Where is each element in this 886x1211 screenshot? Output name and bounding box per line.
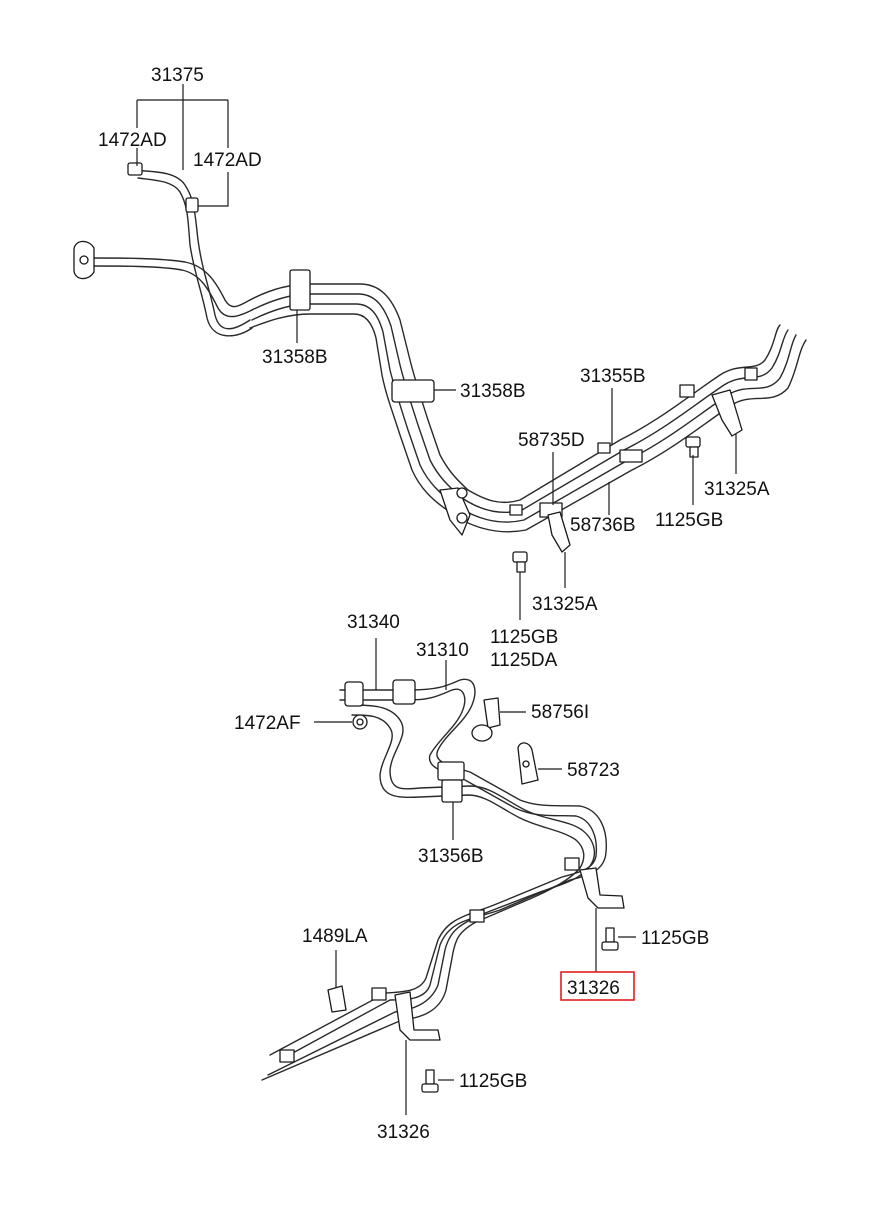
bolt-icon xyxy=(601,927,619,951)
label-58756I: 58756I xyxy=(531,702,589,723)
connector-icon xyxy=(392,679,416,705)
label-31356B: 31356B xyxy=(418,846,484,867)
label-31375: 31375 xyxy=(151,65,204,86)
connector-icon xyxy=(344,681,364,707)
lower-fuel-lines xyxy=(261,678,607,1081)
label-58736B: 58736B xyxy=(570,515,636,536)
line-clip-icon xyxy=(597,442,611,454)
label-31326: 31326 xyxy=(377,1122,430,1143)
line-clip-icon xyxy=(469,909,485,923)
clamp-icon xyxy=(391,379,435,403)
label-31358B: 31358B xyxy=(460,381,526,402)
label-1125GB: 1125GB xyxy=(655,510,723,531)
label-31310: 31310 xyxy=(416,640,469,661)
bolt-icon xyxy=(685,436,701,458)
bracket-31326-icon xyxy=(579,867,625,909)
label-1472AD: 1472AD xyxy=(193,150,262,171)
line-clip-icon xyxy=(279,1049,295,1063)
clamp-31356B-icon xyxy=(437,761,465,803)
bracket-31325A-icon xyxy=(711,389,743,437)
highlight-box xyxy=(560,971,635,1001)
bolt-icon xyxy=(421,1069,439,1093)
label-1125DA: 1125DA xyxy=(490,650,558,671)
line-clip-icon xyxy=(564,857,580,871)
label-1472AD: 1472AD xyxy=(98,130,167,151)
label-31326-highlighted: 31326 xyxy=(567,978,620,999)
lower-components xyxy=(279,679,625,1093)
part-labels: 31375 1472AD 1472AD 31358B 31358B 31355B… xyxy=(98,65,770,1143)
line-clip-icon xyxy=(371,987,387,1001)
line-clip-icon xyxy=(619,449,643,463)
clip-58756I-icon xyxy=(471,697,501,742)
clip-1489LA-icon xyxy=(327,985,347,1013)
label-1472AF: 1472AF xyxy=(234,713,301,734)
label-1125GB: 1125GB xyxy=(459,1071,527,1092)
label-31325A: 31325A xyxy=(532,594,598,615)
label-31358B: 31358B xyxy=(262,347,328,368)
line-clip-icon xyxy=(679,384,695,398)
label-58735D: 58735D xyxy=(518,430,585,451)
label-31355B: 31355B xyxy=(580,366,646,387)
label-31340: 31340 xyxy=(347,612,400,633)
label-1125GB: 1125GB xyxy=(490,627,558,648)
upper-components xyxy=(73,162,758,573)
label-31325A: 31325A xyxy=(704,479,770,500)
label-58723: 58723 xyxy=(567,760,620,781)
leader-lines xyxy=(136,84,737,1115)
label-1489LA: 1489LA xyxy=(302,926,368,947)
label-1125GB: 1125GB xyxy=(641,928,709,949)
line-clip-icon xyxy=(744,367,758,381)
hose-clip-icon xyxy=(185,197,199,213)
clamp-icon xyxy=(289,269,311,311)
line-clip-icon xyxy=(509,504,523,516)
hose-clip-icon xyxy=(127,162,143,176)
bolt-icon xyxy=(512,551,528,573)
upper-fuel-lines xyxy=(91,169,807,533)
bracket-31326-icon xyxy=(394,991,441,1041)
bracket-31325A-icon xyxy=(547,511,571,553)
